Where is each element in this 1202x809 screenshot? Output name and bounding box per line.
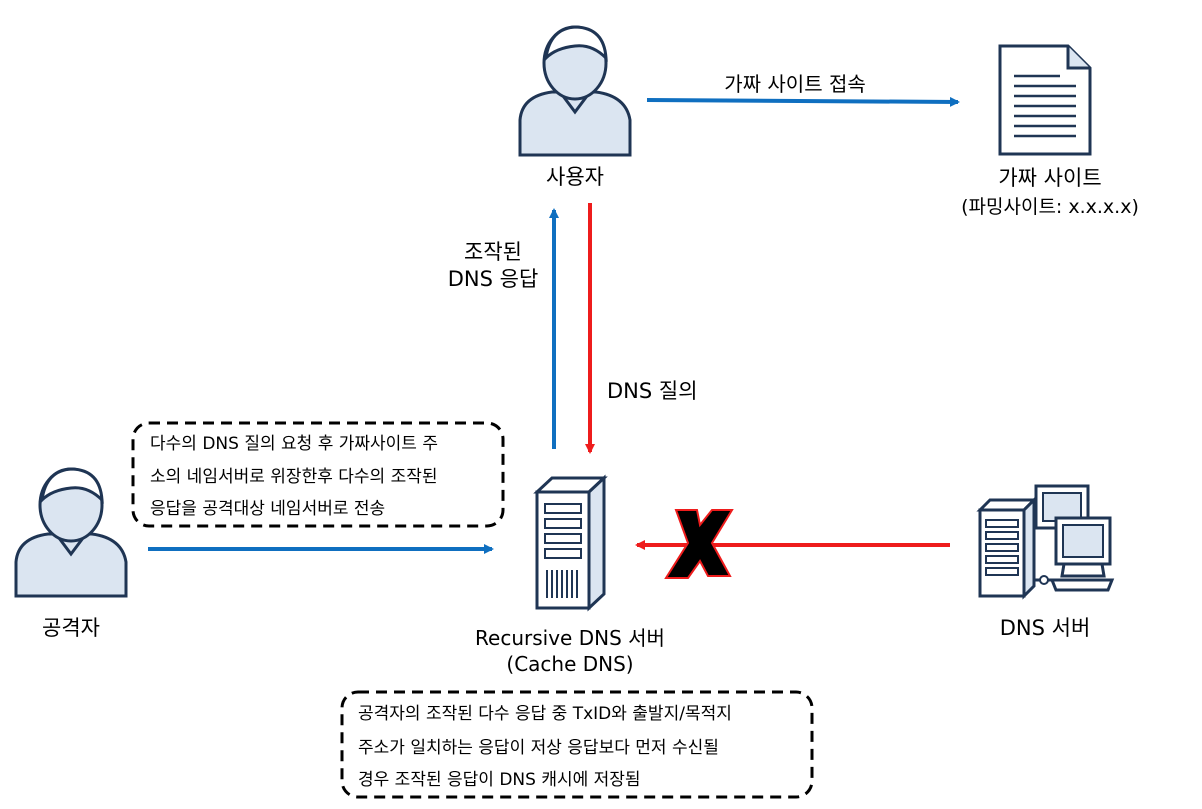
fake-site-subtitle: (파밍사이트: x.x.x.x) <box>961 196 1139 218</box>
user-label: 사용자 <box>546 165 604 189</box>
recursive-dns-subtitle: (Cache DNS) <box>506 652 634 676</box>
dns-server-label: DNS 서버 <box>999 616 1091 640</box>
attack-note-box <box>131 421 505 528</box>
cache-note-line-2: 주소가 일치하는 응답이 저상 응답보다 먼저 수신될 <box>358 738 719 758</box>
document-icon <box>998 44 1092 156</box>
fake-site-access-arrow <box>646 96 960 107</box>
recursive-dns-title: Recursive DNS 서버 <box>475 626 665 650</box>
fake-site-access-label: 가짜 사이트 접속 <box>724 72 866 96</box>
attacker-label: 공격자 <box>42 616 100 640</box>
cache-note-line-1: 공격자의 조작된 다수 응답 중 TxID와 출발지/목적지 <box>358 704 732 724</box>
server-icon <box>533 474 608 612</box>
forged-response-label-line1: 조작된 <box>464 240 522 264</box>
blocked-cross-icon <box>664 509 734 579</box>
attack-note-line-3: 응답을 공격대상 네임서버로 전송 <box>150 499 386 519</box>
attacker-icon <box>14 467 128 598</box>
dns-server-icon <box>976 484 1115 600</box>
dns-query-label: DNS 질의 <box>607 379 698 403</box>
cache-note-line-3: 경우 조작된 응답이 DNS 캐시에 저장됨 <box>358 770 641 790</box>
fake-site-title: 가짜 사이트 <box>998 166 1102 190</box>
attack-note-line-1: 다수의 DNS 질의 요청 후 가짜사이트 주 <box>150 434 438 454</box>
user-icon <box>518 25 632 157</box>
attack-note-line-2: 소의 네임서버로 위장한후 다수의 조작된 <box>150 467 438 487</box>
cache-note-box <box>340 690 814 799</box>
forged-response-label-line2: DNS 응답 <box>447 267 539 291</box>
